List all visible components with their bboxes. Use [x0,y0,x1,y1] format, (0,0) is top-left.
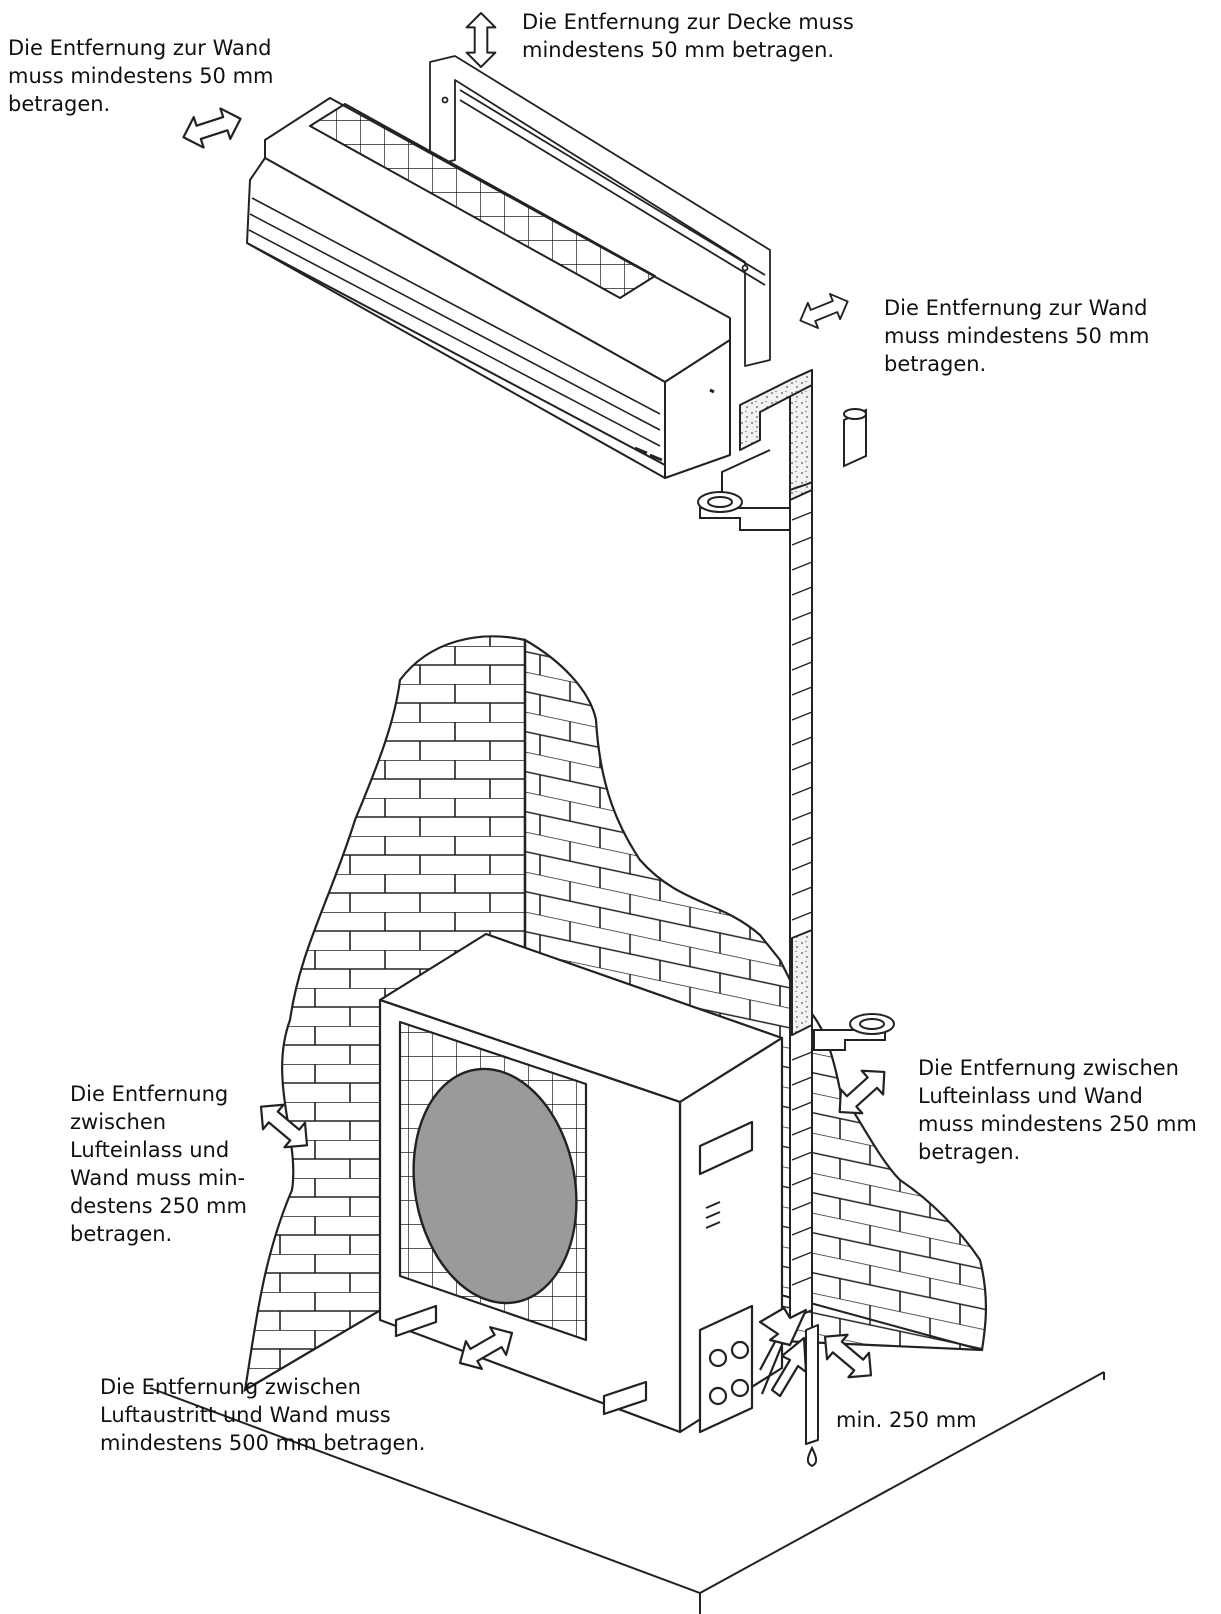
service-valve [730,1378,750,1398]
outlet-clearance-label: Die Entfernung zwischen Luftaustritt und… [100,1375,426,1455]
service-valve [730,1340,750,1360]
wall-clearance-arrow-icon [794,287,854,335]
ceiling-clearance-label: Die Entfernung zur Decke muss mindestens… [522,10,854,62]
insulated-piping [721,369,819,1445]
min-clearance-label: min. 250 mm [836,1408,977,1432]
inlet-clearance-label-left: Die Entfernung zwischen Lufteinlass und … [70,1082,247,1246]
service-valve [708,1348,728,1368]
indoor-unit [246,97,731,479]
airflow-arrow-icon [758,1306,808,1398]
ceiling-clearance-arrow-icon [465,12,497,68]
wall-clearance-label-left: Die Entfernung zur Wand muss mindestens … [8,36,274,116]
wall-sleeve [843,408,867,468]
inlet-clearance-label-right: Die Entfernung zwischen Lufteinlass und … [918,1056,1197,1164]
service-valve [708,1386,728,1406]
wall-clearance-label-right: Die Entfernung zur Wand muss mindestens … [884,296,1150,376]
pipe-clamp [813,1013,895,1051]
pipe-clamp [697,491,791,531]
outdoor-unit [378,932,784,1434]
water-drop-icon [806,1445,818,1468]
floor-slab [149,1371,1105,1614]
unit-foot [394,1304,438,1338]
fan-grille [412,1067,578,1305]
unit-foot [602,1380,648,1416]
